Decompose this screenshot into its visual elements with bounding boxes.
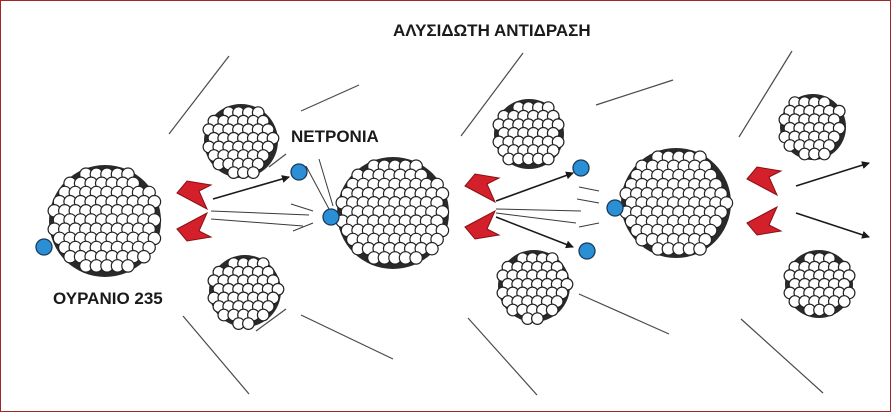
neutron-trail <box>319 159 333 206</box>
energy-burst-arrow <box>177 213 211 241</box>
energy-burst-arrow <box>747 167 781 195</box>
neutron-path-arrow <box>796 163 869 186</box>
neutron-trail <box>579 187 599 191</box>
uranium-label: ΟΥΡΑΝΙΟ 235 <box>53 289 163 309</box>
fission-fragment <box>779 94 846 160</box>
neutron-path-arrow <box>796 213 869 237</box>
neutron-trail <box>293 223 313 231</box>
fission-fragment <box>493 99 564 169</box>
nuclei <box>48 94 855 329</box>
fission-fragment <box>203 104 279 178</box>
neutron <box>573 160 589 176</box>
fragment-trail <box>596 80 673 105</box>
diagram-title: ΑΛΥΣΙΔΩΤΗ ΑΝΤΙΔΡΑΣΗ <box>393 21 591 41</box>
neutron-path-arrow <box>496 173 573 201</box>
uranium-nucleus <box>620 148 733 258</box>
fragment-trail <box>301 315 393 359</box>
neutrons-label: ΝΕΤΡΟΝΙΑ <box>291 127 379 147</box>
energy-burst-arrow <box>177 181 211 209</box>
fission-fragment <box>784 250 855 318</box>
neutron-trail <box>306 166 329 209</box>
fission-fragment <box>497 250 573 324</box>
energy-burst-arrow <box>747 207 781 235</box>
energy-burst-arrow <box>465 211 499 239</box>
neutron <box>291 164 307 180</box>
neutron-trail <box>579 223 599 227</box>
fragment-trail <box>301 85 359 111</box>
energy-burst-arrow <box>465 174 499 202</box>
neutron-trail <box>291 204 313 211</box>
neutron <box>607 200 623 216</box>
fragment-trail <box>741 319 823 393</box>
uranium-nucleus <box>336 157 449 269</box>
neutron <box>36 239 52 255</box>
neutron-trail <box>496 209 581 211</box>
neutron <box>579 243 595 259</box>
neutron-path-arrow <box>213 177 289 199</box>
uranium-nucleus <box>48 165 161 277</box>
neutron-trail <box>211 211 309 215</box>
fragment-trail <box>468 318 537 395</box>
neutron-trail <box>577 199 599 203</box>
neutron-trail <box>211 219 303 226</box>
neutron <box>323 209 339 225</box>
fragment-trail <box>579 294 669 334</box>
